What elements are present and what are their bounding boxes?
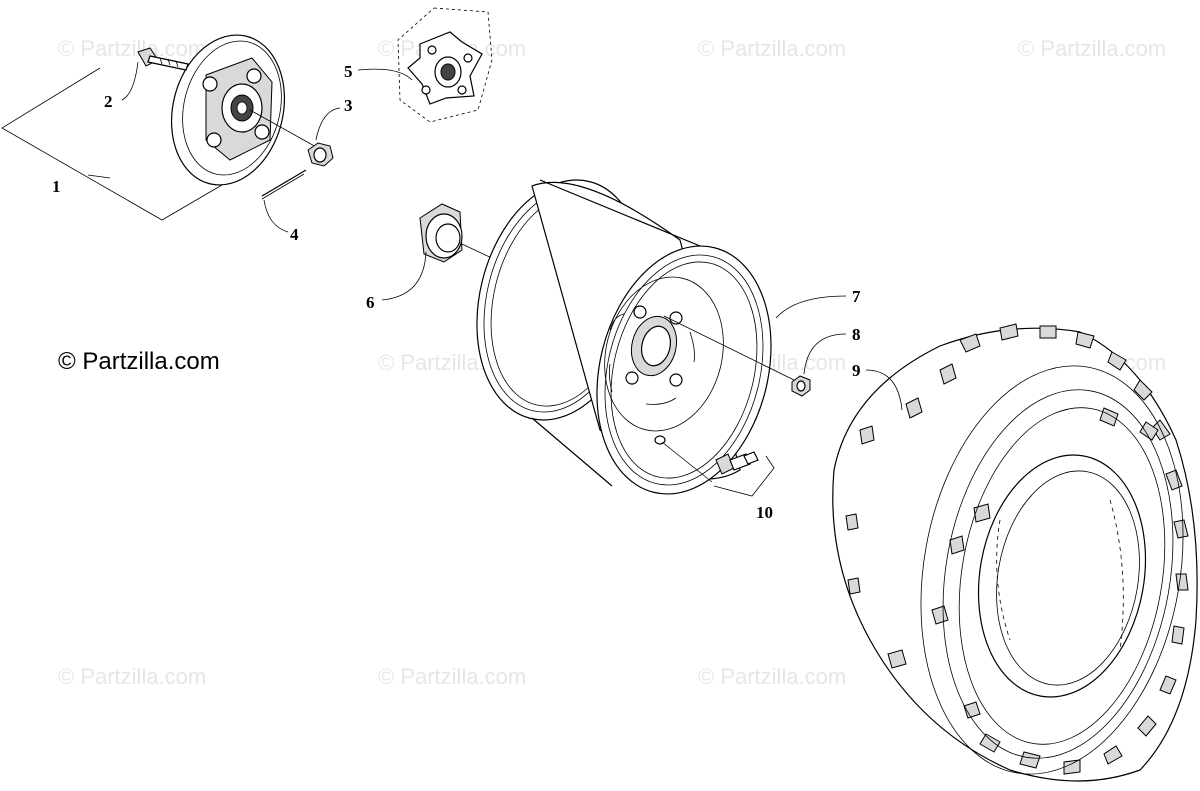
hub-adapter[interactable] (397, 7, 493, 123)
copyright-label: © Partzilla.com (58, 348, 220, 375)
castle-nut[interactable] (307, 142, 334, 167)
callout-5: 5 (344, 62, 353, 81)
watermark: © Partzilla.com (698, 664, 847, 689)
watermark: © Partzilla.com (58, 36, 207, 61)
callout-8: 8 (852, 325, 861, 344)
watermark: © Partzilla.com (378, 664, 527, 689)
watermark: © Partzilla.com (698, 36, 847, 61)
callout-4: 4 (290, 225, 299, 244)
callout-6: 6 (366, 293, 375, 312)
watermark: © Partzilla.com (58, 664, 207, 689)
callout-3: 3 (344, 96, 353, 115)
callout-9: 9 (852, 361, 861, 380)
wheel-rim[interactable] (453, 162, 796, 512)
lug-nut[interactable] (663, 315, 811, 397)
valve-stem[interactable] (661, 441, 775, 497)
hub-assembly[interactable] (1, 23, 319, 221)
callout-7: 7 (852, 287, 861, 306)
watermark: © Partzilla.com (1018, 36, 1167, 61)
wheel-stud[interactable] (137, 47, 189, 71)
cotter-pin[interactable] (261, 169, 307, 200)
tire[interactable] (832, 323, 1200, 791)
callout-2: 2 (104, 92, 113, 111)
callout-10: 10 (756, 503, 773, 522)
hub-cap[interactable] (419, 203, 497, 263)
callout-1: 1 (52, 177, 61, 196)
